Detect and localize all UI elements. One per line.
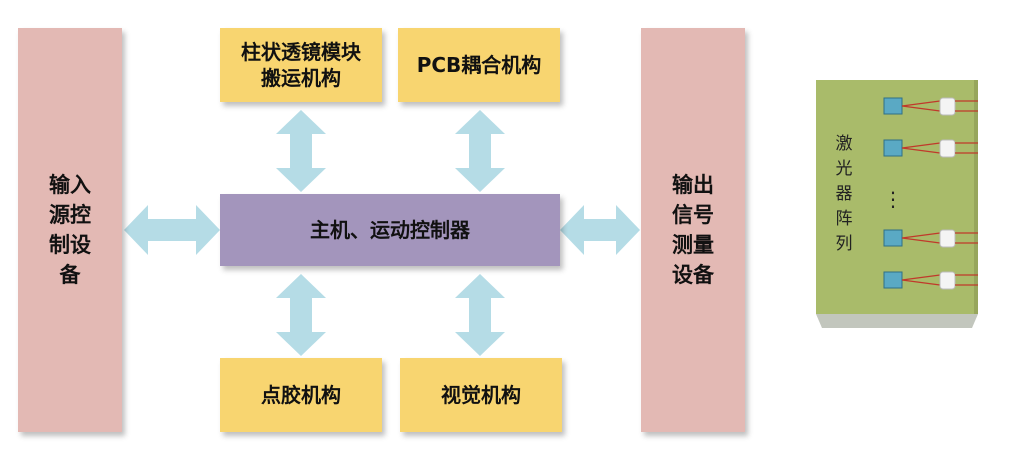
laser-array-label: 激光器阵列 bbox=[835, 134, 853, 254]
arrow-host-glue bbox=[276, 274, 326, 356]
arrow-lens-host bbox=[276, 110, 326, 192]
laser-channel bbox=[883, 229, 978, 248]
lens-module-line-2: 搬运机构 bbox=[261, 66, 341, 90]
output-device-line-3: 测量 bbox=[672, 233, 714, 257]
arrow-host-output bbox=[560, 205, 640, 255]
lens-module-handling-block: 柱状透镜模块 搬运机构 bbox=[220, 28, 382, 102]
lens-module-line-1: 柱状透镜模块 bbox=[241, 40, 361, 64]
ellipsis-dots: ⋮ bbox=[883, 187, 903, 211]
pcb-coupling-block: PCB耦合机构 bbox=[398, 28, 560, 102]
laser-array-panel: ⋮ bbox=[816, 80, 978, 328]
output-measurement-device-block: 输出 信号 测量 设备 bbox=[641, 28, 745, 432]
vision-block: 视觉机构 bbox=[400, 358, 562, 432]
arrow-pcb-host bbox=[455, 110, 505, 192]
input-device-line-2: 源控 bbox=[49, 203, 91, 227]
output-device-line-4: 设备 bbox=[672, 263, 714, 287]
laser-channels bbox=[883, 97, 978, 290]
output-device-line-1: 输出 bbox=[672, 173, 714, 197]
glue-dispensing-label: 点胶机构 bbox=[261, 383, 341, 407]
output-device-line-2: 信号 bbox=[672, 203, 714, 227]
pcb-coupling-label: PCB耦合机构 bbox=[416, 53, 542, 77]
host-motion-controller-block: 主机、运动控制器 bbox=[220, 194, 560, 266]
laser-channel bbox=[883, 139, 978, 158]
laser-channel bbox=[883, 97, 978, 116]
input-device-line-4: 备 bbox=[59, 263, 81, 287]
input-device-line-1: 输入 bbox=[49, 173, 91, 197]
arrow-input-host bbox=[124, 205, 220, 255]
arrow-host-vision bbox=[455, 274, 505, 356]
vision-label: 视觉机构 bbox=[441, 383, 521, 407]
glue-dispensing-block: 点胶机构 bbox=[220, 358, 382, 432]
laser-channel bbox=[883, 271, 978, 290]
input-device-line-3: 制设 bbox=[49, 233, 91, 257]
host-controller-label: 主机、运动控制器 bbox=[310, 218, 470, 242]
input-control-device-block: 输入 源控 制设 备 bbox=[18, 28, 122, 432]
